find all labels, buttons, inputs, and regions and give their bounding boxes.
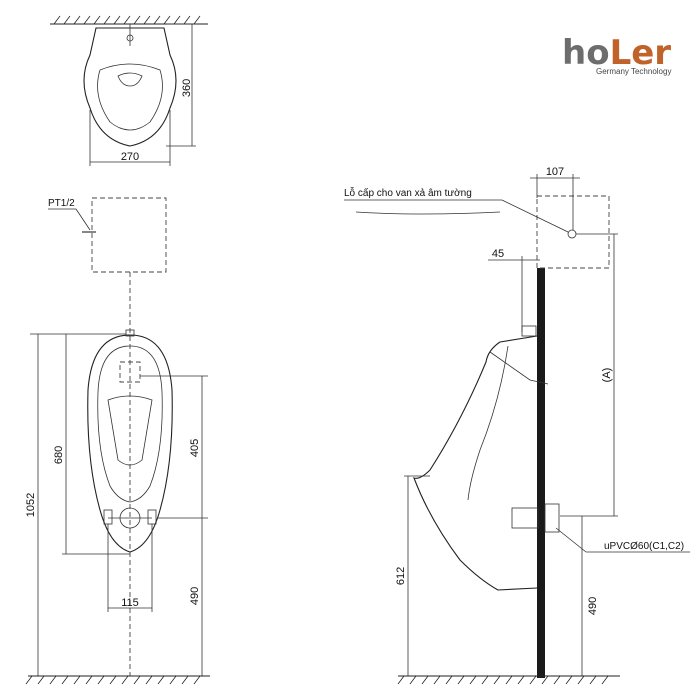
logo-tagline: Germany Technology [596, 67, 671, 76]
side-view-spreader [489, 351, 549, 385]
spreader-box [119, 361, 141, 383]
top-view-body [83, 27, 177, 147]
dim-A: (A) [601, 368, 613, 383]
dim-115: 115 [121, 597, 139, 609]
dim-490-front: 490 [189, 587, 201, 605]
dim-680: 680 [53, 446, 65, 464]
side-view-inner-line [467, 345, 509, 501]
dim-612: 612 [395, 567, 407, 585]
top-view-bowl [97, 63, 163, 131]
flush-valve-box [91, 197, 167, 273]
side-top-spud [521, 325, 537, 337]
outlet-bracket-left [103, 509, 113, 525]
dim-360: 360 [181, 79, 193, 97]
front-view-body [87, 334, 173, 553]
front-floor-hatch [25, 675, 201, 685]
logo-brand-part1: ho [562, 33, 610, 73]
dim-270: 270 [121, 151, 139, 163]
top-view-spreader [117, 72, 143, 87]
dim-1052: 1052 [25, 493, 37, 517]
side-inlet-hole [567, 229, 577, 239]
top-wall-hatch [53, 15, 201, 25]
front-top-spud [125, 329, 135, 337]
dim-107: 107 [546, 166, 564, 178]
logo-brand-part2: Ler [610, 33, 672, 73]
side-wall [537, 268, 545, 678]
front-view: PT1/2 1052 680 405 490 [25, 197, 210, 685]
side-drain-flange [544, 503, 560, 533]
side-view: Lỗ cấp cho van xả âm tường 107 45 (A) uP… [344, 166, 690, 685]
dim-45: 45 [492, 248, 504, 260]
top-view: 360 270 [50, 15, 208, 166]
side-outlet-fitting [511, 507, 539, 529]
side-floor-hatch [397, 675, 609, 685]
drain-label: uPVCØ60(C1,C2) [604, 541, 684, 552]
outlet-bracket-right [147, 509, 157, 525]
dim-405: 405 [189, 439, 201, 457]
pipe-label: PT1/2 [48, 198, 75, 209]
brand-logo: hoLer Germany Technology [562, 33, 671, 76]
inlet-note: Lỗ cấp cho van xả âm tường [344, 186, 472, 199]
inlet-note-underline [355, 211, 501, 215]
front-view-bowl [97, 345, 163, 503]
svg-text:hoLer: hoLer [562, 33, 671, 73]
dim-490-side: 490 [587, 597, 599, 615]
front-view-inner-shield [107, 395, 153, 466]
